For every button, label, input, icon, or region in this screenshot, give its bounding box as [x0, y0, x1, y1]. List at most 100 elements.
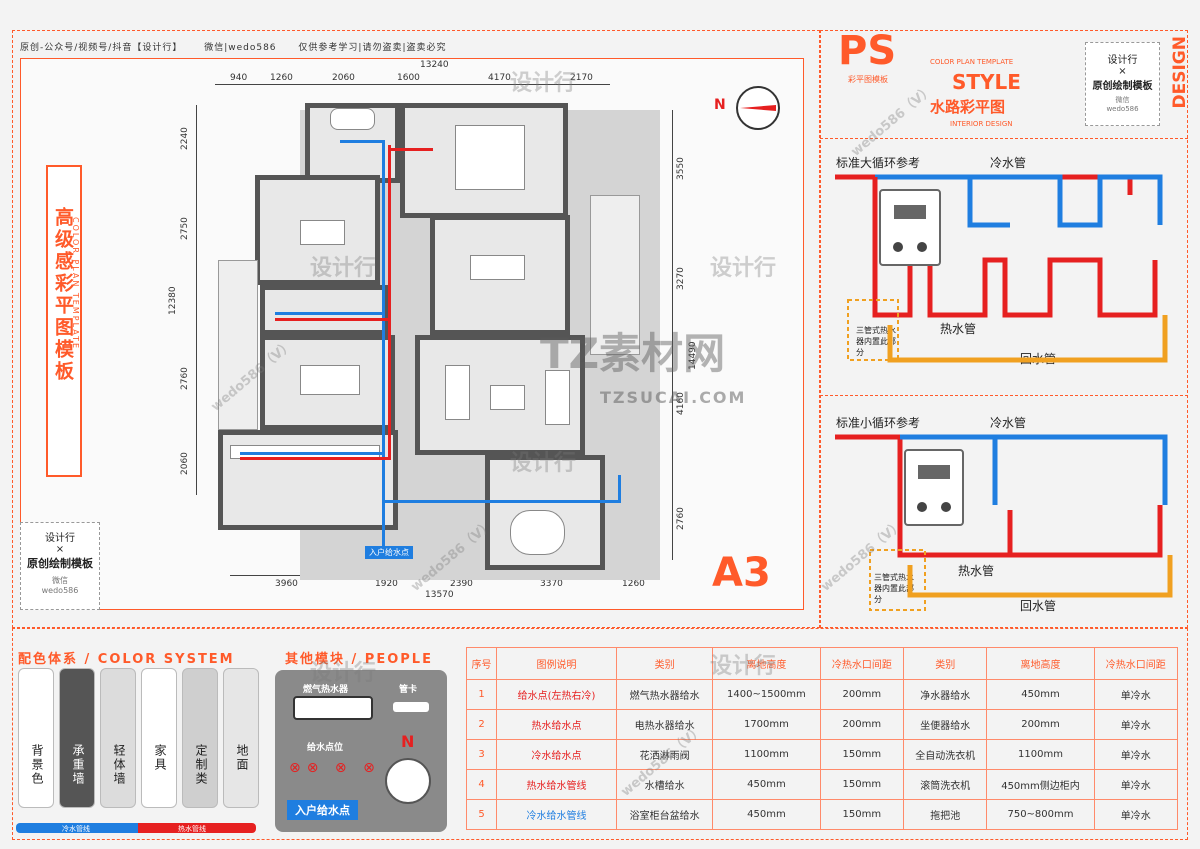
dim-left: 2240 [180, 127, 190, 150]
table-row: 1 给水点(左热右冷) 燃气热水器给水 1400~1500mm 200mm 净水… [466, 679, 1179, 710]
td: 单冷水 [1093, 799, 1179, 830]
compass-icon [736, 86, 780, 130]
swatch-light-wall: 轻体墙 [100, 668, 136, 808]
heater-icon [293, 696, 373, 720]
td: 1100mm [986, 739, 1095, 770]
td: 4 [466, 769, 497, 800]
td: 450mm侧边柜内 [986, 769, 1095, 800]
people-compass-icon [385, 758, 431, 804]
dim-top: 2170 [570, 73, 593, 83]
td: 200mm [819, 709, 905, 740]
td: 单冷水 [1093, 679, 1179, 710]
utility [260, 285, 390, 335]
swatch-background: 背景色 [18, 668, 54, 808]
badge-line1: 设计行 [45, 533, 75, 544]
td: 电热水器给水 [615, 709, 714, 740]
big-loop-diagram [835, 174, 1168, 363]
watermark: 设计行 [710, 256, 777, 281]
balcony-right [590, 195, 640, 355]
legend-table: 序号 图例说明 类别 离地高度 冷热水口间距 类别 离地高度 冷热水口间距 1 … [466, 647, 1179, 830]
dim-right: 2760 [676, 507, 686, 530]
cold-bar-label: 冷水管线 [62, 825, 90, 833]
td: 给水点(左热右冷) [496, 679, 617, 710]
swatch-custom: 定制类 [182, 668, 218, 808]
swatch-label: 背景色 [30, 744, 44, 786]
dim-bottom: 2390 [450, 579, 473, 589]
watermark: 设计行 [710, 654, 777, 679]
td: 150mm [819, 739, 905, 770]
title-sub: 彩平图模板 [848, 75, 888, 84]
color-system-title: 配色体系 / COLOR SYSTEM [18, 652, 235, 667]
big-loop-title: 标准大循环参考 [836, 156, 921, 170]
small-loop-return: 回水管 [1020, 599, 1057, 613]
th: 冷热水口间距 [1093, 647, 1179, 680]
sofa [445, 365, 470, 420]
small-loop-note: 三管式热水器内置此部分 [874, 573, 914, 604]
main-frame [12, 30, 820, 628]
bathtub [330, 108, 375, 130]
header-item: 原创-公众号/视频号/抖音【设计行】 [20, 43, 183, 53]
card-label: 管卡 [399, 685, 418, 695]
hot-pipe [275, 318, 390, 321]
bed [455, 125, 525, 190]
vertical-subtitle: COLOR PLAN TEMPLATE [71, 217, 80, 351]
dim-bottom: 1920 [375, 579, 398, 589]
dim-line-top [215, 84, 610, 85]
supply-label: 给水点位 [307, 743, 344, 753]
big-loop-cold: 冷水管 [990, 156, 1027, 170]
dining-table [300, 365, 360, 395]
badge-x: × [55, 544, 65, 555]
title-divider [820, 138, 1188, 139]
td: 燃气热水器给水 [615, 679, 714, 710]
header-item: 仅供参考学习|请勿盗卖|盗卖必究 [298, 43, 447, 53]
big-loop-note: 三管式热水器内置此部分 [856, 326, 896, 357]
entry-label: 入户给水点 [365, 546, 413, 559]
td: 3 [466, 739, 497, 770]
bottom-frame [12, 628, 1188, 840]
card-icon [393, 702, 429, 712]
swatch-floor: 地面 [223, 668, 259, 808]
cold-pipe [240, 452, 385, 455]
size-label: A3 [712, 550, 771, 596]
island [300, 220, 345, 245]
swatch-label: 定制类 [194, 744, 208, 786]
swatch-label: 地面 [235, 744, 249, 772]
badge-wechat-label: 微信 [52, 576, 68, 585]
dim-top: 1260 [270, 73, 293, 83]
cold-pipe [382, 140, 385, 550]
hot-pipe [388, 148, 433, 151]
watermark-site-en: TZSUCAI.COM [600, 388, 747, 407]
credit-badge: 设计行 × 原创绘制模板 微信 wedo586 [20, 522, 100, 610]
table-row: 5 冷水给水管线 浴室柜台盆给水 450mm 150mm 拖把池 750~800… [466, 799, 1179, 830]
watermark-site: TZ素材网 [540, 329, 726, 378]
coffee-table [490, 385, 525, 410]
balcony [218, 260, 258, 430]
td: 200mm [986, 709, 1095, 740]
small-loop-title: 标准小循环参考 [836, 416, 921, 430]
title-interior: INTERIOR DESIGN [950, 120, 1013, 128]
th: 图例说明 [496, 647, 617, 680]
cold-pipe [340, 140, 385, 143]
badge-line1: 设计行 [1107, 55, 1138, 66]
dim-left: 2760 [180, 367, 190, 390]
td: 坐便器给水 [903, 709, 988, 740]
dining [260, 335, 395, 430]
badge-wechat-label: 微信 [1115, 96, 1130, 104]
td: 5 [466, 799, 497, 830]
td: 全自动洗衣机 [903, 739, 988, 770]
td: 花洒淋雨阀 [615, 739, 714, 770]
dim-top: 1600 [397, 73, 420, 83]
heater-label: 燃气热水器 [303, 685, 349, 695]
people-title: 其他模块 / PEOPLE [285, 652, 433, 667]
cold-bar [16, 823, 138, 833]
th: 类别 [903, 647, 988, 680]
td: 冷水给水点 [496, 739, 617, 770]
vertical-title-box: 高级感彩平图模板 COLOR PLAN TEMPLATE [46, 165, 82, 477]
header-item: 微信|wedo586 [204, 43, 277, 53]
people-north: N [401, 732, 415, 751]
title-style: STYLE [952, 70, 1021, 94]
td: 450mm [712, 799, 821, 830]
dim-top: 2060 [332, 73, 355, 83]
color-swatches: 背景色 承重墙 轻体墙 家具 定制类 地面 [18, 668, 259, 818]
dim-line-right [672, 110, 673, 560]
